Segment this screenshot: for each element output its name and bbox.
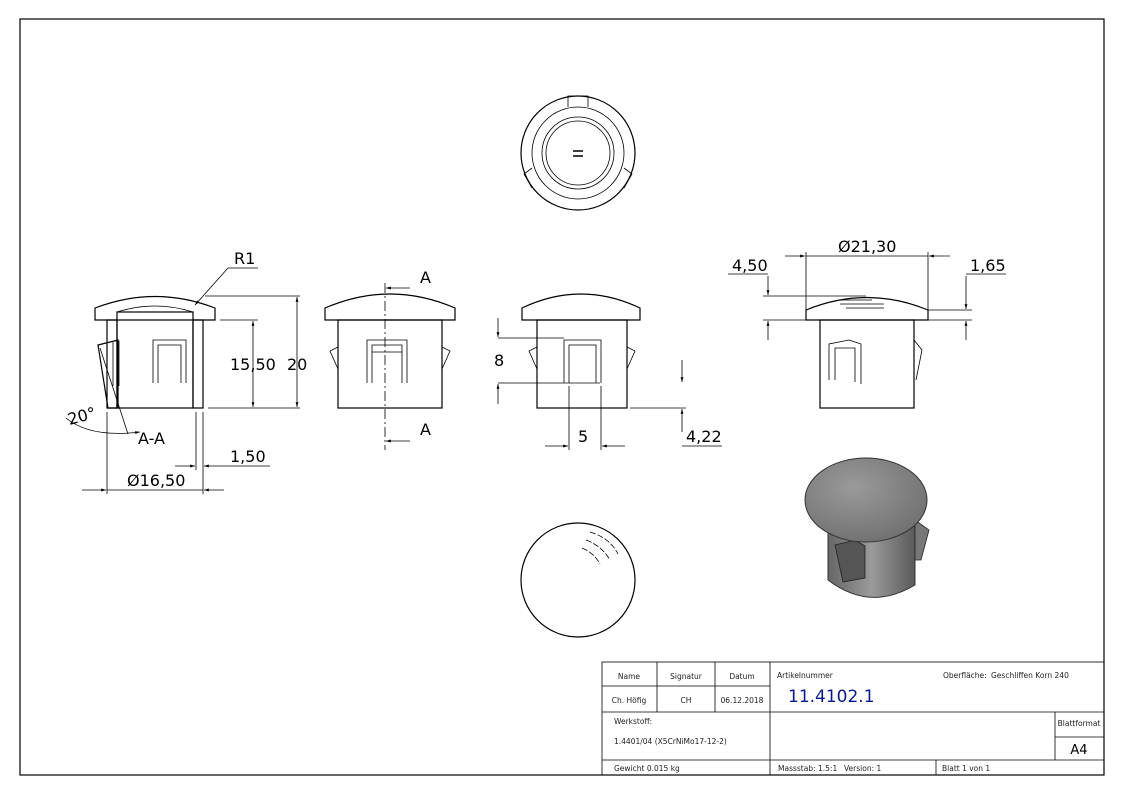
section-label: A-A [138,429,165,448]
dim-diameter-body: Ø16,50 [127,471,185,490]
massstab: Massstab: 1.5:1 [778,764,837,773]
name-value: Ch. Höfig [612,696,647,705]
gewicht: Gewicht 0.015 kg [614,764,680,773]
dim-radius: R1 [234,249,255,268]
artikelnummer-value: 11.4102.1 [788,687,875,707]
dim-diameter-cap: Ø21,30 [838,237,896,256]
signatur-label: Signatur [670,672,703,681]
dim-height-total: 20 [287,355,307,374]
section-marker-top: A [420,268,431,287]
title-block [601,661,1105,776]
datum-value: 06.12.2018 [721,696,764,705]
signatur-value: CH [681,696,692,705]
blattformat-value: A4 [1070,743,1087,758]
werkstoff-value: 1.4401/04 (X5CrNiMo17-12-2) [614,737,727,746]
blattformat-label: Blattformat [1058,719,1101,728]
dim-slot-height: 8 [494,351,504,370]
version: Version: 1 [844,764,881,773]
dim-height-inner: 15,50 [230,355,276,374]
dim-cap-edge: 1,65 [970,256,1006,275]
dim-slot-width: 5 [578,427,588,446]
isometric-render [804,457,930,598]
werkstoff-label: Werkstoff: [614,717,652,726]
side-view: 8 5 4,22 [494,293,722,450]
oberflaeche-value: Geschliffen Korn 240 [991,671,1069,680]
front-view: A A [324,268,456,450]
artikelnummer-label: Artikelnummer [777,671,834,680]
datum-label: Datum [729,672,754,681]
blatt: Blatt 1 von 1 [942,764,990,773]
name-label: Name [618,672,641,681]
dim-cap-height: 4,50 [732,256,768,275]
dim-slot-offset: 4,22 [686,427,722,446]
section-view-a-a: 15,50 20 R1 Ø16,50 1,50 20° A-A [66,249,307,494]
sheet-border [19,18,1105,776]
top-view [520,95,636,211]
bottom-view [520,522,636,638]
section-marker-bottom: A [420,420,431,439]
right-view: Ø21,30 4,50 1,65 [728,237,1006,409]
dim-angle: 20° [66,403,98,429]
oberflaeche-label: Oberfläche: [943,671,987,680]
dim-wall: 1,50 [230,447,266,466]
